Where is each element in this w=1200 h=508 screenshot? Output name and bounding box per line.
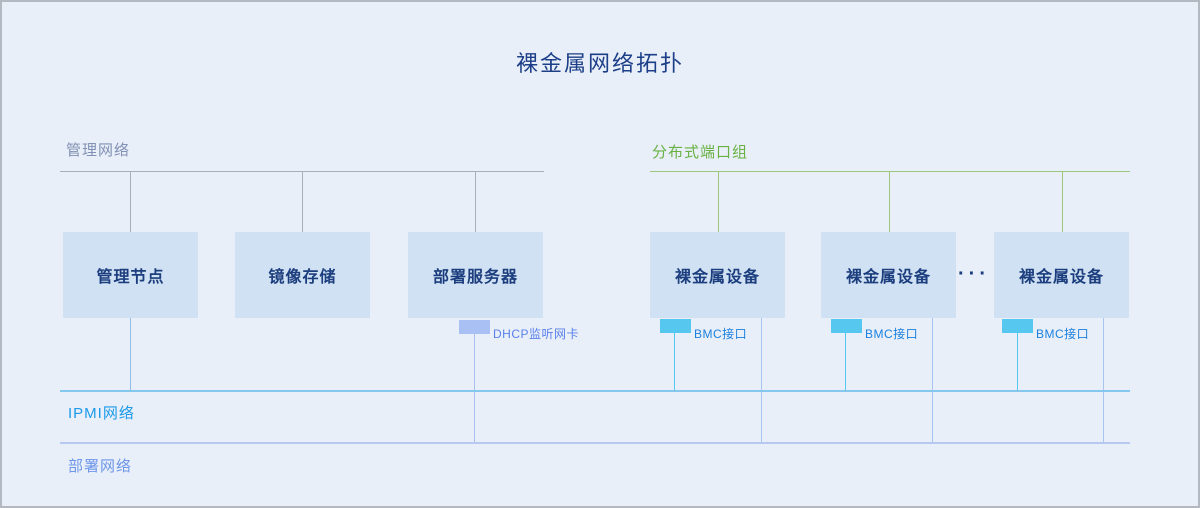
port-group-label: 分布式端口组: [652, 144, 749, 161]
node-deploy-server: 部署服务器: [408, 232, 543, 318]
bmc-port-tag: [660, 319, 691, 333]
port-group-drop-line: [718, 171, 719, 232]
node-management: 管理节点: [63, 232, 198, 318]
management-network-label: 管理网络: [66, 142, 131, 159]
node-image-storage: 镜像存储: [235, 232, 370, 318]
node-bare-metal-2: 裸金属设备: [821, 232, 956, 318]
ipmi-network-line: [60, 390, 1130, 392]
dhcp-nic-tag: [459, 320, 490, 334]
deployment-connector-line: [932, 318, 933, 443]
port-group-drop-line: [889, 171, 890, 232]
bmc-port-tag: [831, 319, 862, 333]
port-group-bus-line: [650, 171, 1130, 172]
ipmi-network-label: IPMI网络: [68, 405, 135, 422]
bmc-port-tag: [1002, 319, 1033, 333]
deployment-connector-line: [1103, 318, 1104, 443]
port-group-drop-line: [1062, 171, 1063, 232]
deployment-connector-line: [761, 318, 762, 443]
bmc-connector-line: [1017, 333, 1018, 391]
bmc-connector-line: [845, 333, 846, 391]
management-bus-drop-line: [302, 171, 303, 232]
dhcp-nic-label: DHCP监听网卡: [493, 327, 580, 341]
bmc-connector-line: [674, 333, 675, 391]
dhcp-connector-line: [474, 334, 475, 443]
management-bus-drop-line: [130, 171, 131, 232]
bmc-port-label: BMC接口: [865, 327, 919, 341]
ipmi-connector-line: [130, 318, 131, 391]
node-bare-metal-3: 裸金属设备: [994, 232, 1129, 318]
deployment-network-label: 部署网络: [68, 458, 133, 475]
node-bare-metal-1: 裸金属设备: [650, 232, 785, 318]
bmc-port-label: BMC接口: [1036, 327, 1090, 341]
page-title: 裸金属网络拓扑: [515, 51, 684, 76]
bmc-port-label: BMC接口: [694, 327, 748, 341]
deployment-network-line: [60, 442, 1130, 444]
more-devices-ellipsis: ···: [958, 263, 990, 285]
management-bus-drop-line: [475, 171, 476, 232]
